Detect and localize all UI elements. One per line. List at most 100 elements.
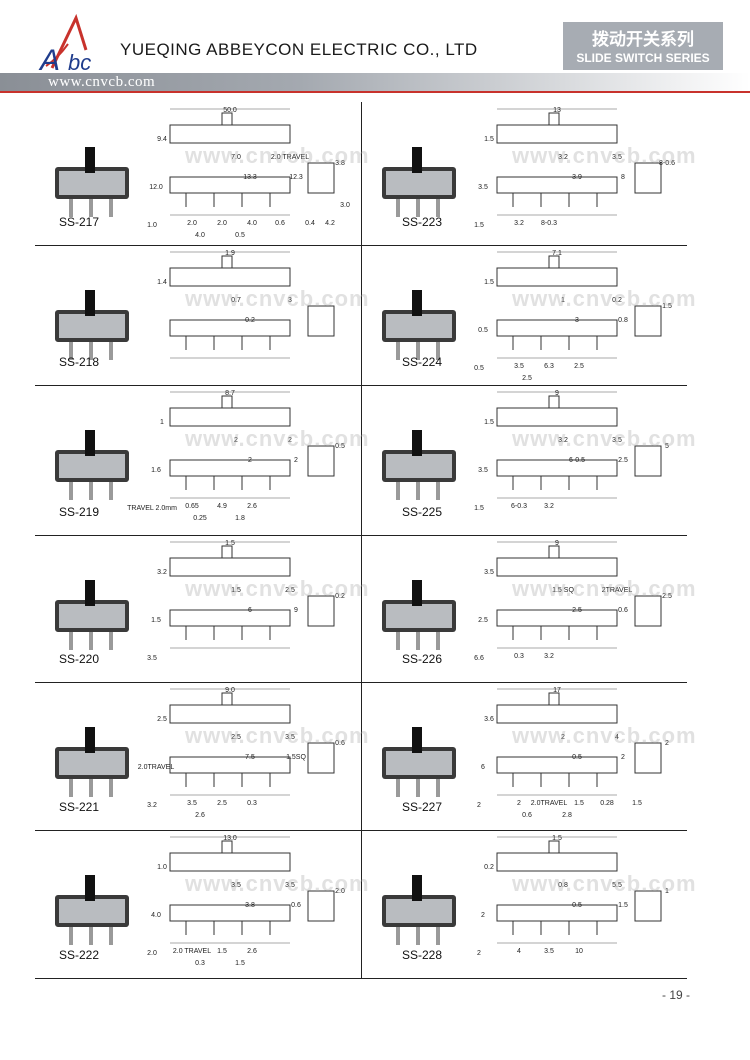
- dimension-label: 1.5: [474, 222, 484, 229]
- page-header: A bc YUEQING ABBEYCON ELECTRIC CO., LTD …: [0, 0, 750, 100]
- dimension-label: 4.0: [195, 232, 205, 239]
- dimension-label: 0.5: [235, 232, 245, 239]
- dimension-label: 2.0TRAVEL: [138, 764, 175, 771]
- dimension-label: 9: [294, 607, 298, 614]
- model-label: SS-220: [59, 652, 100, 666]
- model-label: SS-217: [59, 215, 100, 229]
- dimension-label: 3: [288, 297, 292, 304]
- watermark: www.cnvcb.com: [512, 871, 697, 896]
- dimension-label: 3.2: [157, 569, 167, 576]
- dimension-label: 4.2: [325, 220, 335, 227]
- dimension-label: 3.5: [231, 882, 241, 889]
- dimension-label: 1.0: [147, 222, 157, 229]
- watermark: www.cnvcb.com: [185, 723, 370, 748]
- dimension-label: 2: [481, 912, 485, 919]
- dimension-label: 1.5: [552, 835, 562, 842]
- dimension-label: 3.5: [544, 948, 554, 955]
- svg-text:A: A: [38, 44, 60, 77]
- dimension-label: 2.6: [247, 503, 257, 510]
- dimension-label: 1.5SQ: [286, 754, 306, 761]
- dimension-label: 3.9: [572, 174, 582, 181]
- dimension-label: 2: [561, 734, 565, 741]
- product-photo: [382, 727, 456, 797]
- dimension-label: 0.6: [291, 902, 301, 909]
- dimension-label: 6-0.5: [569, 457, 585, 464]
- dimension-label: 4: [615, 734, 619, 741]
- model-label: SS-226: [402, 652, 443, 666]
- dimension-label: 2: [517, 800, 521, 807]
- dimension-label: TRAVEL 2.0mm: [127, 505, 177, 512]
- dimension-label: 0.2: [335, 593, 345, 600]
- dimension-label: 3.5: [147, 655, 157, 662]
- dimension-label: 0.2: [612, 297, 622, 304]
- dimension-label: 2.5: [478, 617, 488, 624]
- dimension-label: 7.1: [552, 250, 562, 257]
- dimension-label: 0.3: [514, 653, 524, 660]
- dimension-label: 2: [665, 740, 669, 747]
- dimension-label: 3.2: [514, 220, 524, 227]
- dimension-label: 1: [160, 419, 164, 426]
- watermark: www.cnvcb.com: [185, 871, 370, 896]
- grid-row-divider: [35, 830, 687, 831]
- dimension-label: 1.9: [225, 250, 235, 257]
- dimension-label: 5: [665, 443, 669, 450]
- dimension-label: 3.8: [335, 160, 345, 167]
- product-photo: [55, 430, 129, 500]
- website-url[interactable]: www.cnvcb.com: [48, 74, 156, 90]
- product-photo: [382, 290, 456, 360]
- dimension-label: 1: [561, 297, 565, 304]
- dimension-label: 3: [575, 317, 579, 324]
- watermark: www.cnvcb.com: [185, 286, 370, 311]
- watermark: www.cnvcb.com: [512, 723, 697, 748]
- dimension-label: 1.5: [618, 902, 628, 909]
- dimension-label: 6: [248, 607, 252, 614]
- dimension-label: 0.6: [618, 607, 628, 614]
- dimension-label: 2: [248, 457, 252, 464]
- grid-row-divider: [35, 385, 687, 386]
- dimension-label: 2.5: [157, 716, 167, 723]
- dimension-label: 1.5: [574, 800, 584, 807]
- dimension-label: 0.8: [618, 317, 628, 324]
- dimension-label: 0.6: [275, 220, 285, 227]
- dimension-label: 2.5: [572, 607, 582, 614]
- dimension-label: 3.5: [612, 437, 622, 444]
- dimension-label: 1.0: [157, 864, 167, 871]
- dimension-label: 2.0: [217, 220, 227, 227]
- dimension-label: 1.8: [235, 515, 245, 522]
- dimension-label: 3.2: [544, 503, 554, 510]
- dimension-label: 2: [294, 457, 298, 464]
- watermark: www.cnvcb.com: [512, 286, 697, 311]
- dimension-label: 3.5: [484, 569, 494, 576]
- dimension-label: 4.0: [151, 912, 161, 919]
- dimension-label: 12.3: [289, 174, 303, 181]
- dimension-label: 3.2: [558, 437, 568, 444]
- dimension-label: 1.5: [484, 279, 494, 286]
- dimension-label: 0.25: [193, 515, 207, 522]
- model-label: SS-225: [402, 505, 443, 519]
- dimension-label: 1.5: [235, 960, 245, 967]
- dimension-label: 2.6: [247, 948, 257, 955]
- dimension-label: 50.0: [223, 107, 237, 114]
- product-photo: [55, 727, 129, 797]
- dimension-label: 1.5: [231, 587, 241, 594]
- page-number: - 19 -: [661, 988, 690, 1002]
- dimension-label: 2.5: [574, 363, 584, 370]
- website-bar: www.cnvcb.com: [0, 73, 750, 91]
- watermark: www.cnvcb.com: [185, 426, 370, 451]
- product-photo: [382, 147, 456, 217]
- dimension-label: 0.6: [522, 812, 532, 819]
- watermark: www.cnvcb.com: [512, 143, 697, 168]
- dimension-label: 9: [555, 390, 559, 397]
- dimension-label: 0.4: [305, 220, 315, 227]
